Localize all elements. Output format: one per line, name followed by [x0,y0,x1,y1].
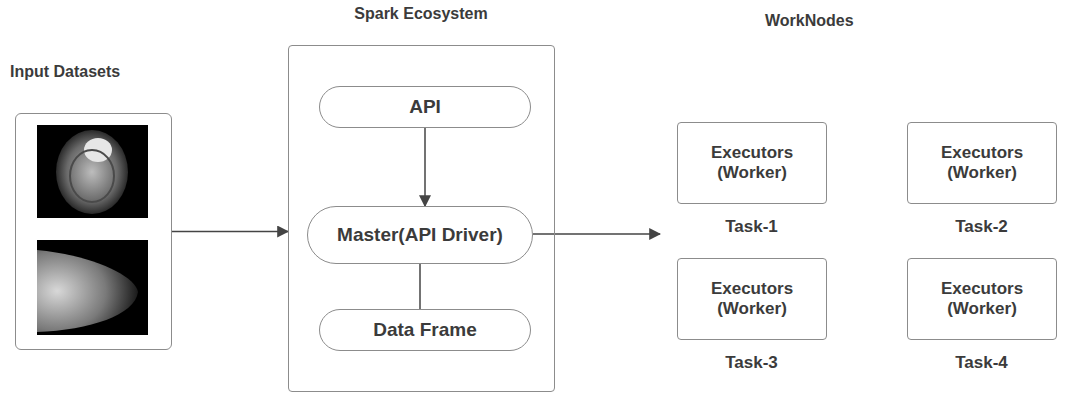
connector [172,231,288,233]
box-heading: Task-4 [955,353,1008,373]
box-heading: Task-1 [725,217,778,237]
master-pill: Master(API Driver) [307,206,533,264]
executor-box: Executors (Worker)Task-1 [677,122,827,204]
connector [419,264,421,309]
box-heading: Spark Ecosystem [354,4,487,23]
node-label: Executors (Worker) [687,143,817,184]
node-label: API [409,96,441,119]
arrow-to-workers [533,233,660,235]
dataset-box: Input Datasets [15,113,172,350]
api-pill: API [319,86,531,128]
executor-box: Executors (Worker)Task-4 [907,258,1057,340]
box-heading: Input Datasets [10,62,120,81]
node-label: Master(API Driver) [337,224,503,247]
group-label: WorkNodes [765,12,854,30]
dataframe-pill: Data Frame [319,309,531,351]
executor-box: Executors (Worker)Task-2 [907,122,1057,204]
node-label: Executors (Worker) [687,279,817,320]
brain-mri [37,125,148,218]
node-label: Data Frame [373,319,477,342]
mammogram [37,240,148,335]
node-label: Executors (Worker) [917,143,1047,184]
node-label: Executors (Worker) [917,279,1047,320]
box-heading: Task-2 [955,217,1008,237]
executor-box: Executors (Worker)Task-3 [677,258,827,340]
ecosystem-box: Spark EcosystemAPIMaster(API Driver)Data… [288,45,555,392]
box-heading: Task-3 [725,353,778,373]
connector [424,128,426,206]
